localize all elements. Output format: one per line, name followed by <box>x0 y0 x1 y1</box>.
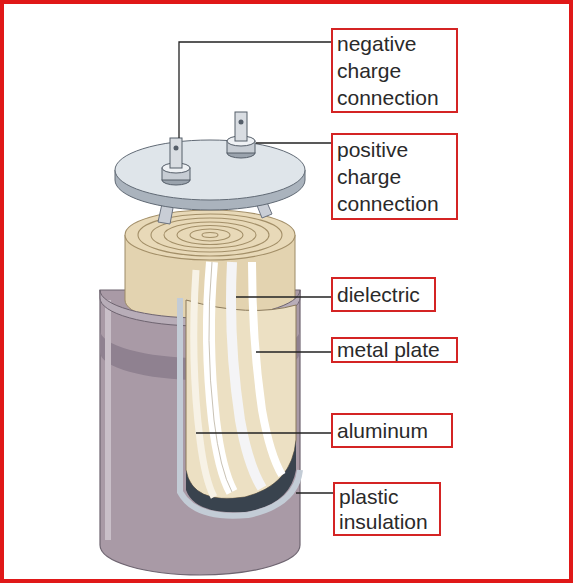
terminal-hole <box>239 120 244 125</box>
roll-top <box>125 210 295 260</box>
foil-layer <box>252 262 282 475</box>
callout-text: aluminum <box>335 417 449 444</box>
callout-text: plastic insulation <box>337 484 437 534</box>
leader-line <box>236 296 331 297</box>
roll-rings <box>125 210 295 260</box>
can-highlight <box>105 300 111 540</box>
roll-ring <box>164 222 256 248</box>
lid-top <box>115 140 305 200</box>
callout-text: dielectric <box>335 281 432 308</box>
callout-box: positive charge connection <box>331 133 458 220</box>
roll-ring <box>177 226 243 245</box>
terminal-hole <box>174 146 179 151</box>
leader-line <box>256 142 331 143</box>
leader-lines <box>179 42 333 493</box>
leader-line <box>296 492 333 493</box>
callout-box: negative charge connection <box>331 28 458 113</box>
callout-text: metal plate <box>335 339 454 361</box>
callout-box: metal plate <box>331 337 458 363</box>
callout-box: dielectric <box>331 277 436 312</box>
leader-line <box>196 432 331 433</box>
callout-box: plastic insulation <box>333 482 441 536</box>
terminal-tab <box>170 138 182 168</box>
callout-text: positive charge connection <box>335 136 454 217</box>
callout-text: negative charge connection <box>335 30 454 111</box>
aluminum-layer <box>194 270 214 497</box>
roll-ring <box>202 233 218 238</box>
leader-line <box>179 42 331 138</box>
callout-box: aluminum <box>331 413 453 448</box>
terminal-tab <box>235 112 247 141</box>
roll-ring <box>190 229 230 241</box>
leader-line <box>256 351 331 352</box>
